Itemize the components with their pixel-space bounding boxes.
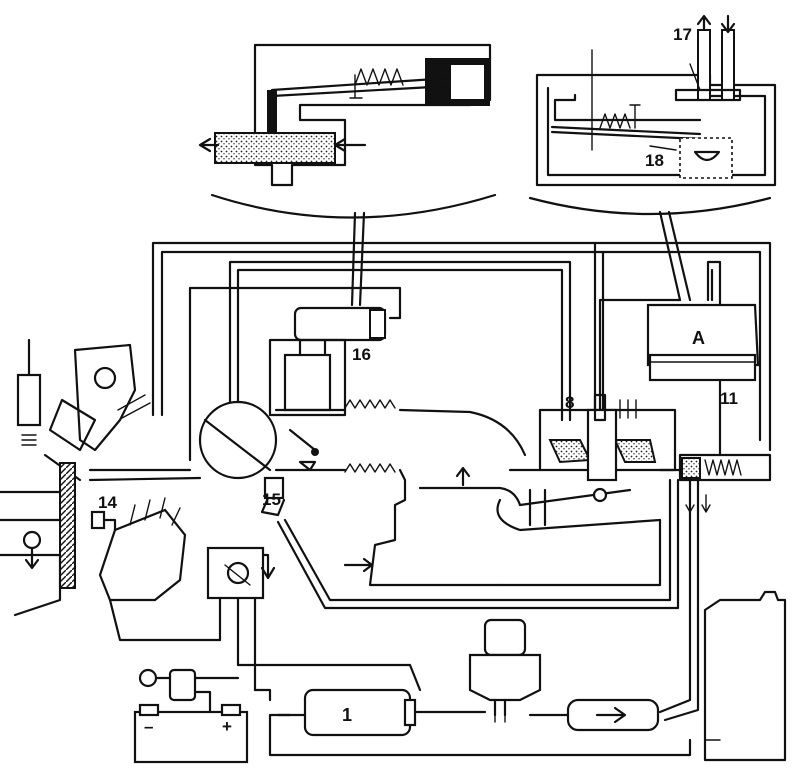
label-17: 17 (673, 25, 692, 44)
fuel-tank (703, 590, 787, 762)
warm-up-valve-detail-inset (198, 43, 492, 187)
air-intake-manifold: 15 (198, 399, 527, 587)
ignition-distributor-14: 14 (90, 493, 222, 642)
safety-relay (206, 546, 422, 702)
battery: – + (133, 703, 249, 764)
control-pressure-regulator-a: A 11 (646, 303, 760, 408)
fuel-distributor-8: 8 (496, 393, 677, 587)
return-lines (276, 478, 711, 722)
label-14: 14 (98, 493, 117, 512)
battery-minus-label: – (144, 717, 153, 736)
label-1: 1 (342, 705, 352, 725)
battery-plus-label: + (222, 717, 232, 736)
label-16: 16 (352, 345, 371, 364)
fuel-pump-1: 1 (268, 688, 692, 757)
engine-block (0, 338, 202, 617)
fuel-filter (528, 698, 660, 732)
warm-up-valve-16: 16 (268, 306, 387, 417)
inset-callout-right (528, 196, 772, 216)
ignition-switch (138, 668, 240, 722)
fuel-lines (151, 241, 772, 462)
label-18: 18 (645, 151, 664, 170)
label-15: 15 (262, 490, 281, 509)
pressure-regulator-detail-inset (535, 14, 777, 187)
label-11: 11 (720, 389, 738, 408)
pressure-relief-valve (658, 453, 772, 482)
fuel-accumulator (468, 618, 542, 723)
label-a: A (692, 328, 705, 348)
label-8: 8 (565, 393, 574, 412)
inset-callout-left (210, 193, 497, 219)
